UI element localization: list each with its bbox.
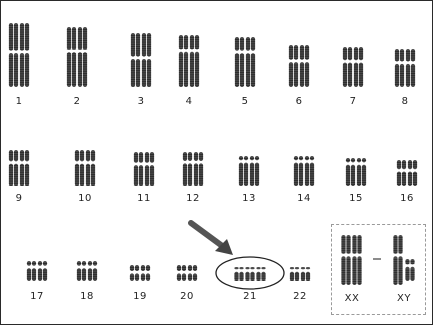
chromosome-pair-22 [290,267,310,281]
chromosome-pair-11 [134,152,154,186]
chromosome-label-xy: XY [397,293,411,304]
chromosome-pair-10 [75,150,95,186]
chromosome-label-xx: XX [345,293,360,304]
chromosome-pair-13 [239,156,259,186]
chromosome-label-17: 17 [30,291,44,302]
chromosome-label-14: 14 [297,193,311,204]
chromosome-label-1: 1 [16,96,23,107]
chromosome-label-11: 11 [137,193,151,204]
chromosome-pair-21 [234,267,265,281]
chromosome-pair-3 [131,33,151,87]
chromosome-label-15: 15 [349,193,363,204]
chromosome-pair-1 [9,23,29,87]
chromosome-pair-16 [397,160,417,186]
chromosome-pair-19 [130,265,150,281]
chromosome-label-16: 16 [400,193,414,204]
pointer-arrow-icon [191,223,233,255]
chromosome-pair-4 [179,35,199,87]
chromosome-pair-8 [395,49,415,87]
chromosome-label-21: 21 [243,291,257,302]
chromosome-pair-14 [294,156,314,186]
chromosome-label-7: 7 [350,96,357,107]
chromosome-label-13: 13 [242,193,256,204]
chromosome-label-10: 10 [78,193,92,204]
chromosome-pair-20 [177,265,197,281]
chromosome-label-22: 22 [293,291,307,302]
chromosome-pair-7 [343,47,363,87]
chromosome-label-3: 3 [138,96,145,107]
chromosome-label-4: 4 [186,96,193,107]
chromosome-pair-6 [289,45,309,87]
chromosome-label-2: 2 [74,96,81,107]
chromosome-label-9: 9 [16,193,23,204]
chromosome-label-18: 18 [80,291,94,302]
chromosome-label-12: 12 [186,193,200,204]
chromosome-pair-12 [183,152,203,186]
chromosome-pair-2 [67,27,87,87]
chromosome-label-8: 8 [402,96,409,107]
chromosome-pair-17 [27,261,47,281]
chromosome-label-5: 5 [242,96,249,107]
chromosome-label-6: 6 [296,96,303,107]
chromosome-pair-15 [346,158,366,186]
chromosome-pair-9 [9,150,29,186]
chromosome-label-20: 20 [180,291,194,302]
chromosome-pair-5 [235,37,255,87]
chromosome-pair-18 [77,261,97,281]
chromosome-label-19: 19 [133,291,147,302]
trisomy-highlight-ellipse [216,257,284,289]
